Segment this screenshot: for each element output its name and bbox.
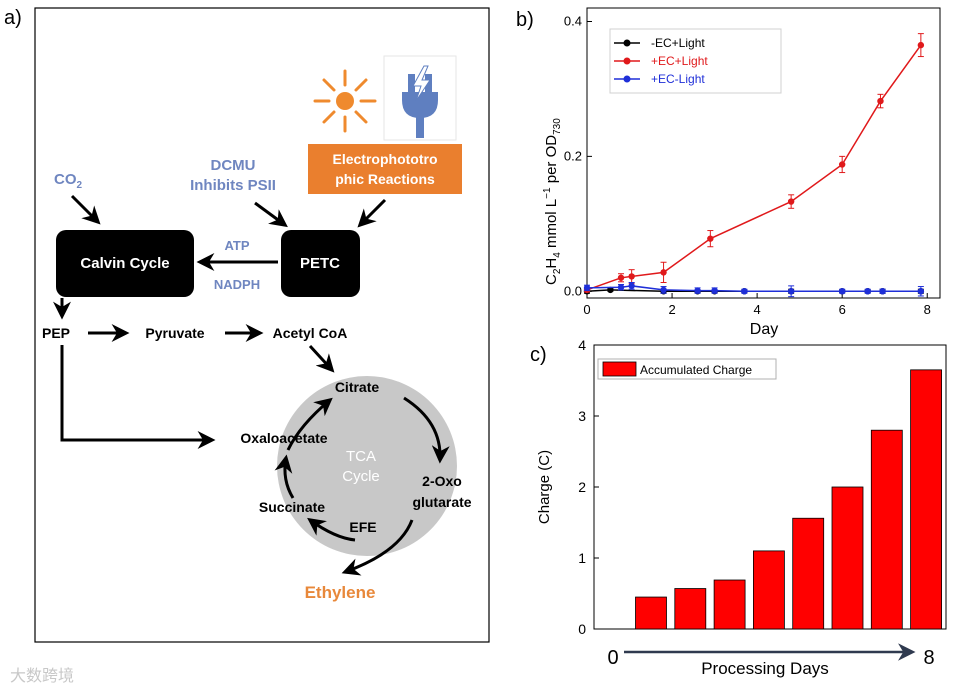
panel-label-c: c) (530, 344, 547, 366)
pep-label: PEP (42, 325, 70, 341)
data-point (917, 288, 925, 295)
oxo-line1: 2-Oxo (422, 473, 462, 489)
sun-icon (313, 69, 377, 133)
ethylene-label: Ethylene (305, 583, 376, 602)
x-tick-label: 8 (924, 302, 931, 317)
oxaloacetate-label: Oxaloacetate (240, 430, 327, 446)
atp-label: ATP (224, 238, 249, 253)
legend-item-ec-dark-blue: +EC-Light (614, 72, 705, 86)
succinate-label: Succinate (259, 499, 325, 515)
legend-label-charge: Accumulated Charge (640, 363, 752, 377)
y-tick-label: 0.2 (564, 148, 582, 163)
data-point (583, 284, 591, 292)
legend-item-ec-light-black: -EC+Light (614, 36, 705, 50)
data-point (787, 288, 795, 295)
data-point (741, 288, 748, 295)
legend-label-3: +EC-Light (651, 72, 705, 86)
tca-circle (277, 376, 457, 556)
y-tick-label: 1 (578, 550, 586, 566)
data-point (607, 286, 614, 294)
oxo-line2: glutarate (412, 494, 471, 510)
acetyl-coa-label: Acetyl CoA (273, 325, 348, 341)
petc-box (281, 230, 360, 297)
electric-plug-icon (383, 55, 457, 141)
charge-bar-chart: 0 1 2 3 4 (578, 337, 947, 637)
data-point (787, 198, 795, 205)
x-tick-label: 6 (839, 302, 846, 317)
electro-line1: Electrophototro (333, 151, 438, 167)
legend-label-2: +EC+Light (651, 54, 708, 68)
data-point (864, 288, 871, 295)
chart-b-ylabel: C2H4 mmol L−1 per OD730 (542, 118, 563, 285)
chart-c-legend (597, 358, 777, 380)
dcmu-line1: DCMU (211, 157, 256, 174)
ethylene-line-chart: 0 2 4 6 8 0.0 0.2 0.4 (564, 7, 941, 317)
y-tick-label: 0.4 (564, 13, 582, 28)
x-start-label: 0 (607, 647, 618, 669)
data-point (879, 288, 886, 295)
electrophototrophic-box (308, 144, 462, 194)
x-tick-label: 4 (754, 302, 761, 317)
data-point (917, 41, 925, 49)
data-point (617, 274, 625, 281)
tca-arrows (274, 396, 450, 576)
calvin-label: Calvin Cycle (80, 255, 169, 272)
chart-c-xlabel: Processing Days (701, 659, 829, 678)
tca-line1: TCA (346, 448, 376, 465)
tca-line2: Cycle (342, 468, 380, 485)
y-tick-label: 0 (578, 621, 586, 637)
chart-c-ylabel: Charge (C) (536, 450, 553, 524)
data-point (660, 269, 667, 276)
charge-bar (792, 517, 825, 630)
data-point (628, 273, 635, 280)
calvin-cycle-box (56, 230, 194, 297)
efe-label: EFE (349, 519, 376, 535)
diagram-arrows-top (53, 194, 387, 320)
data-point (694, 287, 701, 294)
chart-b-frame (586, 7, 941, 299)
charge-bar (635, 596, 667, 630)
legend-label-1: -EC+Light (651, 36, 705, 50)
data-point (660, 286, 667, 294)
data-point (877, 97, 884, 105)
y-tick-label: 3 (578, 408, 586, 424)
panel-label-a: a) (4, 7, 22, 29)
charge-bar (870, 429, 903, 630)
citrate-label: Citrate (335, 379, 380, 395)
diagram-arrows-mid (60, 324, 335, 449)
charge-bar (713, 579, 746, 630)
data-point (617, 284, 625, 291)
dcmu-line2: Inhibits PSII (190, 177, 276, 194)
x-tick-label: 0 (583, 302, 590, 317)
data-point (838, 161, 846, 168)
x-end-label: 8 (923, 647, 934, 669)
co2-label: CO2 (54, 171, 83, 191)
charge-bar (674, 588, 707, 630)
legend-swatch-charge (602, 361, 637, 377)
charge-bar (753, 550, 785, 630)
charge-bar (910, 369, 942, 630)
chart-b-xlabel: Day (750, 321, 778, 338)
electro-line2: phic Reactions (335, 171, 435, 187)
diagram-frame (34, 7, 490, 643)
data-point (711, 287, 718, 294)
data-point (838, 288, 846, 295)
charge-bar (831, 486, 864, 630)
petc-label: PETC (300, 255, 340, 272)
watermark-logo: 大数跨境 (10, 666, 74, 685)
pyruvate-label: Pyruvate (145, 325, 204, 341)
y-tick-label: 4 (578, 337, 586, 353)
panel-label-b: b) (516, 9, 534, 31)
nadph-label: NADPH (214, 277, 260, 292)
y-tick-label: 0.0 (564, 283, 582, 298)
data-point (628, 282, 635, 290)
x-tick-label: 2 (668, 302, 675, 317)
y-tick-label: 2 (578, 479, 586, 495)
data-point (707, 235, 714, 242)
legend-item-ec-light-red: +EC+Light (614, 54, 708, 68)
